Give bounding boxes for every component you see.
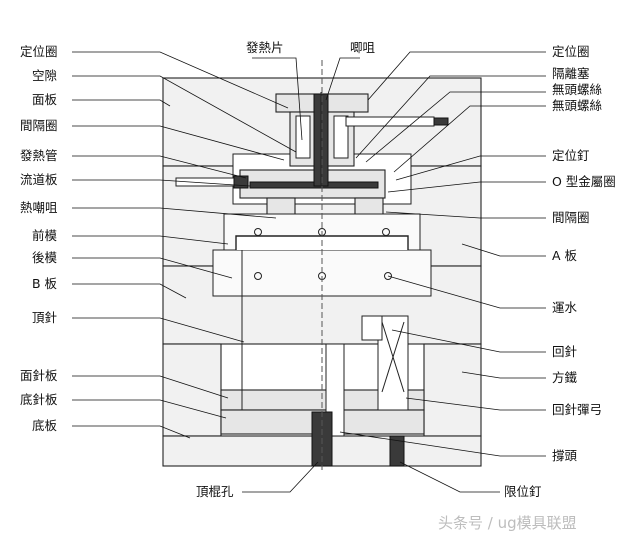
label-spacer-ring-right: 間隔圈 (552, 210, 590, 225)
label-locating-ring-right: 定位圈 (552, 44, 590, 59)
label-ejector-retainer-plate: 面針板 (20, 368, 58, 383)
label-ejector-pin: 頂針 (32, 310, 58, 325)
stop-pin (389, 435, 405, 467)
return-pin (377, 315, 409, 411)
label-stop-pin: 限位釘 (504, 484, 542, 499)
spacer-block-right (423, 343, 482, 437)
leader-lines (72, 51, 546, 493)
label-bottom-plate: 底板 (32, 418, 58, 433)
label-return-spring: 回針彈弓 (552, 402, 602, 417)
label-hot-nozzle: 熱嘲咀 (20, 200, 58, 215)
mold-structure (162, 60, 482, 470)
label-core: 後模 (32, 250, 58, 265)
label-o-ring: O 型金屬圈 (552, 174, 616, 189)
label-top-plate: 面板 (32, 92, 58, 107)
label-b-plate: B 板 (32, 276, 58, 291)
label-a-plate: A 板 (552, 248, 578, 263)
label-spacer-ring: 間隔圈 (20, 118, 58, 133)
label-set-screw-1: 無頭螺絲 (552, 82, 603, 97)
labels-left: 定位圈 空隙 面板 間隔圈 發熱管 流道板 熱嘲咀 前模 後模 B 板 頂針 面… (20, 44, 58, 433)
label-cooling: 運水 (552, 300, 578, 315)
set-screw-end (433, 117, 449, 126)
label-heater-band: 發熱片 (246, 40, 284, 55)
label-set-screw-2: 無頭螺絲 (552, 98, 603, 113)
label-knockout-hole: 頂棍孔 (196, 484, 234, 499)
label-spacer-block: 方鐵 (552, 370, 578, 385)
label-return-pin: 回針 (552, 344, 578, 359)
label-support-pillar: 撐頭 (552, 448, 578, 463)
label-ejector-plate: 底針板 (20, 392, 58, 407)
watermark: 头条号 / ug模具联盟 (438, 514, 577, 532)
label-sprue-bushing: 唧咀 (350, 40, 376, 55)
labels-bottom: 頂棍孔 限位釘 (196, 484, 542, 499)
set-screw-rod (345, 116, 435, 127)
heater-band-left (295, 115, 311, 159)
label-air-gap: 空隙 (32, 68, 57, 83)
heater-band-right (333, 115, 349, 159)
label-dowel-pin: 定位釘 (552, 148, 590, 163)
label-locating-ring: 定位圈 (20, 44, 58, 59)
label-heater-pipe: 發熱管 (20, 148, 58, 163)
labels-right: 定位圈 隔離塞 無頭螺絲 無頭螺絲 定位釘 O 型金屬圈 間隔圈 A 板 運水 … (552, 44, 616, 463)
label-cavity: 前模 (32, 228, 58, 243)
spacer-block-left (162, 343, 222, 437)
labels-top: 發熱片 唧咀 (246, 40, 376, 55)
label-insulator-plug: 隔離塞 (552, 66, 590, 81)
label-manifold: 流道板 (20, 172, 58, 187)
